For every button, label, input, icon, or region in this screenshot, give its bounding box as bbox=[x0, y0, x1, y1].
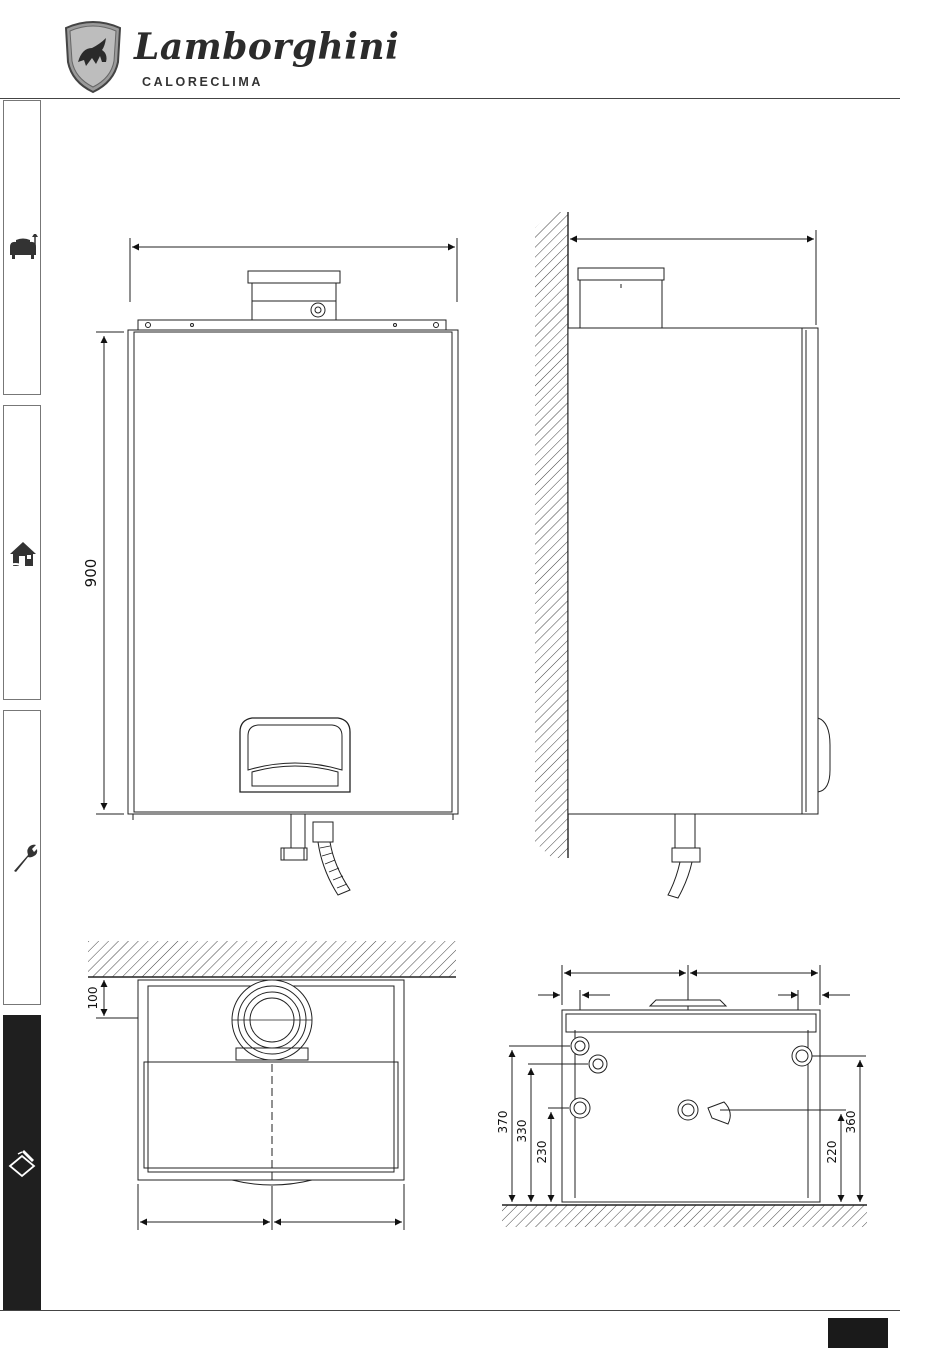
bottom-dim-230: 230 bbox=[535, 1141, 549, 1164]
bottom-dim-370: 370 bbox=[496, 1111, 510, 1134]
top-depth-dimension: 100 bbox=[86, 987, 100, 1010]
front-height-dimension: 900 bbox=[82, 559, 100, 588]
bottom-dim-330: 330 bbox=[515, 1120, 529, 1143]
page-number-badge bbox=[828, 1318, 888, 1348]
side-view bbox=[535, 212, 830, 898]
bottom-view bbox=[502, 965, 867, 1227]
bottom-dim-360: 360 bbox=[844, 1111, 858, 1134]
footer-divider bbox=[0, 1310, 900, 1311]
bottom-dim-220: 220 bbox=[825, 1141, 839, 1164]
front-view bbox=[96, 238, 458, 895]
top-view bbox=[88, 941, 456, 1230]
